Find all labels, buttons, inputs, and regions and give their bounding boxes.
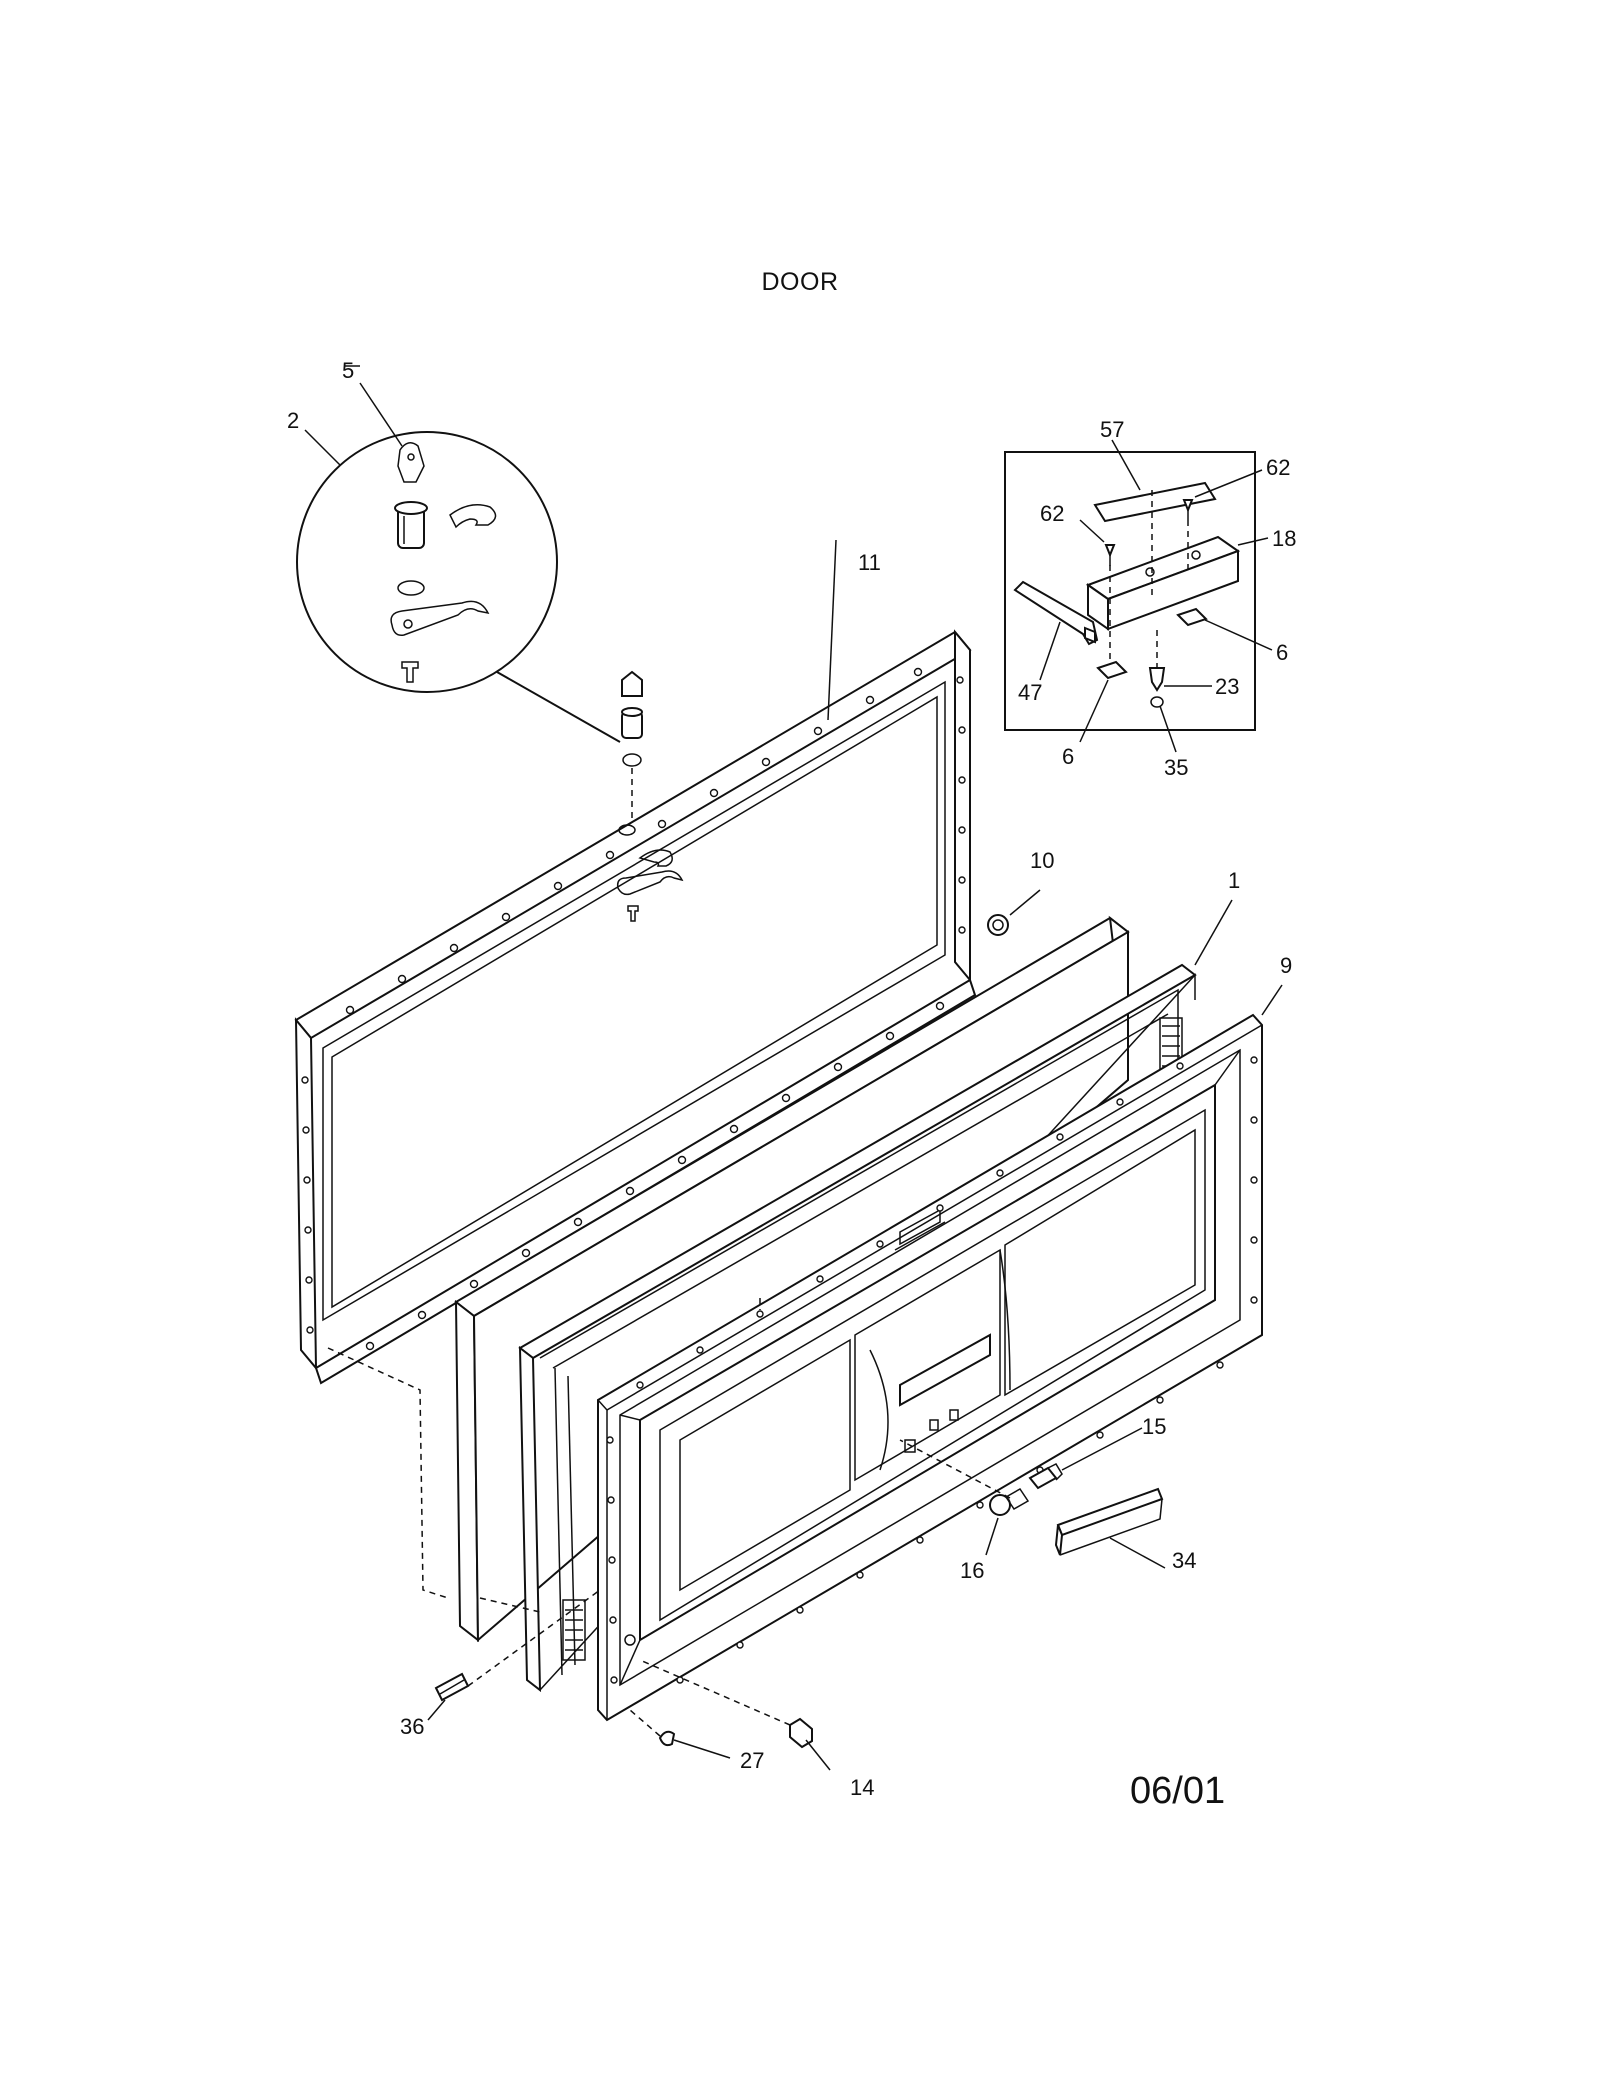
cam-screw	[401, 661, 419, 683]
callout-14: 14	[850, 1775, 874, 1800]
callout-6-left: 6	[1062, 744, 1074, 769]
latch-washer	[1150, 696, 1164, 708]
handle-screw-right	[1182, 499, 1194, 513]
callout-16: 16	[960, 1558, 984, 1583]
lock-assembly-installed	[616, 670, 684, 922]
retaining-clip	[449, 504, 497, 529]
callout-36: 36	[400, 1714, 424, 1739]
inner-door-panel	[597, 984, 1283, 1722]
callout-1: 1	[1228, 868, 1240, 893]
callout-34: 34	[1172, 1548, 1196, 1573]
gasket-holes	[301, 667, 966, 1351]
callout-11: 11	[858, 550, 881, 575]
handle-screw-left	[1104, 544, 1116, 558]
door-screw	[658, 1730, 676, 1747]
callout-57: 57	[1100, 417, 1124, 442]
handle-lever	[1013, 580, 1099, 646]
nameplate	[1093, 481, 1217, 523]
washer	[397, 580, 425, 596]
callout-23: 23	[1215, 674, 1239, 699]
lamp-shield	[1056, 1487, 1164, 1537]
callout-27: 27	[740, 1748, 764, 1773]
handle-clip-left	[1096, 660, 1128, 680]
small-parts	[327, 1298, 1166, 1771]
latch-pin	[1148, 667, 1166, 692]
lamp-socket	[1028, 1466, 1058, 1490]
panel-holes	[606, 1056, 1258, 1684]
callout-62-left: 62	[1040, 501, 1064, 526]
handle-clip-right	[1176, 607, 1208, 627]
hinge-bushing	[987, 914, 1009, 936]
callout-6-right: 6	[1276, 640, 1288, 665]
lamp-bulb	[989, 1494, 1011, 1516]
lock-cam	[390, 600, 490, 637]
callout-18: 18	[1272, 526, 1296, 551]
callout-labels: 5 2 11 57 62 62 18 6 23 47 6 35 10 1 9 1…	[287, 358, 1296, 1800]
callout-2: 2	[287, 408, 299, 433]
handle-detail-box	[1004, 439, 1273, 753]
key-icon	[397, 442, 425, 483]
date-code: 06/01	[1130, 1770, 1226, 1812]
callout-10: 10	[1030, 848, 1054, 873]
callout-47: 47	[1018, 680, 1042, 705]
callout-9: 9	[1280, 953, 1292, 978]
callout-15: 15	[1142, 1414, 1166, 1439]
diagram-title: DOOR	[761, 268, 839, 296]
lock-detail-callout	[296, 365, 621, 743]
door-gasket-outer	[294, 539, 977, 1385]
callout-5: 5	[342, 358, 354, 383]
callout-62-right: 62	[1266, 455, 1290, 480]
callout-35: 35	[1164, 755, 1188, 780]
